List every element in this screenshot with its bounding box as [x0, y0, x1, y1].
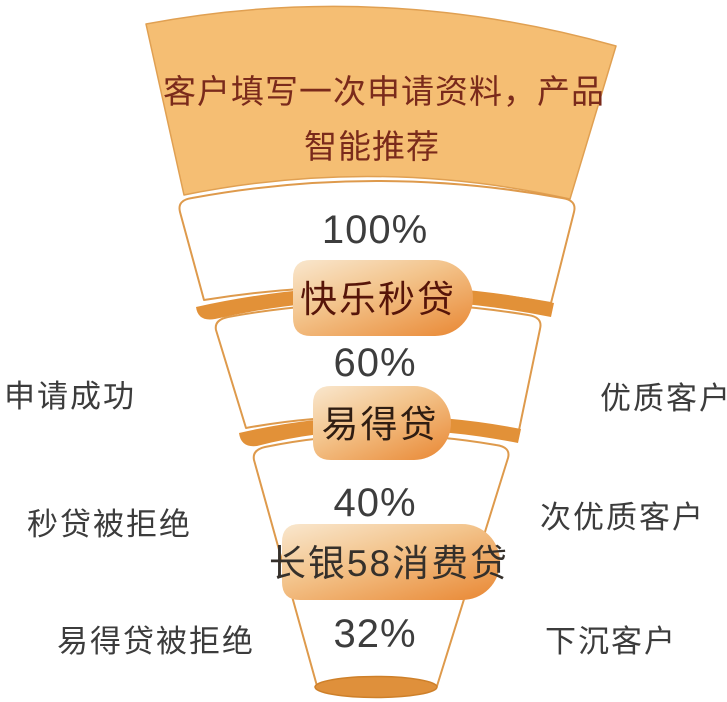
funnel-bottom-ellipse — [314, 675, 438, 699]
header-line-2: 智能推荐 — [304, 128, 440, 165]
left-label-instant-loan-rejected: 秒贷被拒绝 — [27, 507, 192, 542]
stage-2-product: 易得贷 — [322, 404, 439, 445]
left-label-easy-loan-rejected: 易得贷被拒绝 — [57, 624, 255, 659]
stage-4-percent: 32% — [333, 612, 416, 656]
funnel-top-band — [145, 5, 617, 200]
stage-1-product: 快乐秒贷 — [300, 279, 456, 320]
product-pill-3 — [282, 524, 500, 600]
stage-3-product: 长银58消费贷 — [269, 543, 509, 584]
stage-3-percent: 40% — [333, 481, 416, 525]
stage-1-percent: 100% — [322, 208, 428, 252]
right-label-subquality-customers: 次优质客户 — [540, 500, 705, 535]
stage-2-percent: 60% — [333, 341, 416, 385]
product-pill-2 — [313, 386, 451, 460]
right-label-quality-customers: 优质客户 — [600, 381, 727, 416]
left-label-application-success: 申请成功 — [4, 379, 136, 414]
header-line-1: 客户填写一次申请资料，产品 — [163, 73, 605, 110]
product-pill-1 — [293, 260, 473, 336]
right-label-sinking-customers: 下沉客户 — [545, 624, 677, 659]
